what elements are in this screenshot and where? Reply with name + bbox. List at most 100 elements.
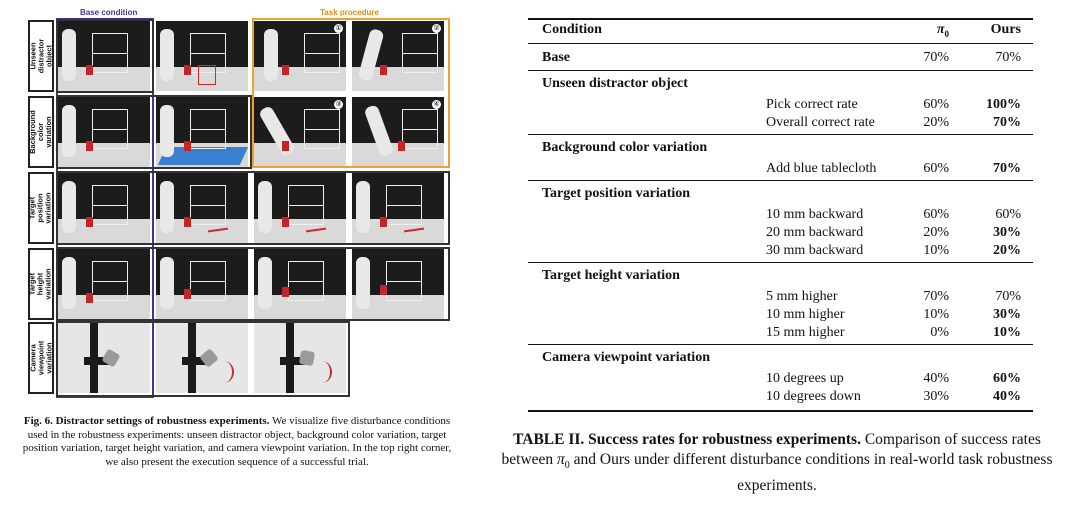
row-ours: 20% [993,243,1021,258]
row-ours: 60% [993,371,1021,386]
step-1-badge: ① [334,24,343,33]
photo-base-background [58,97,150,167]
row-label-unseen-distractor: Unseen distractor object [28,20,54,92]
row-label: 10 mm higher [766,307,845,322]
row-label: 15 mm higher [766,325,845,340]
row-frame-5 [56,321,350,397]
distractor-highlight-box [198,65,216,85]
row-frame-2 [56,95,252,169]
group-rule [528,180,1033,181]
row-label-background-color: Background color variation [28,96,54,168]
photo-task-step-4: ④ [352,97,444,167]
group-unseen-distractor: Unseen distractor object [542,76,688,91]
row-ours: 40% [993,389,1021,404]
row-frame-1 [56,19,154,93]
group-rule [528,344,1033,345]
header-pi-symbol: π [936,22,945,37]
photo-height-5mm [156,249,248,319]
row-label-text: Target height variation [28,268,54,300]
header-pi-subscript: 0 [944,28,950,39]
row-label-target-height: Target height variation [28,248,54,320]
header-ours: Ours [990,22,1021,37]
step-2-badge: ② [432,24,441,33]
photo-blue-tablecloth [156,97,248,167]
row-label-target-position: Target position variation [28,172,54,244]
table-caption-text-1: Comparison of success rates between [501,431,1041,468]
photo-position-20mm [254,173,346,243]
photo-height-10mm [254,249,346,319]
row-label: 10 mm backward [766,207,864,222]
row-label: 20 mm backward [766,225,864,240]
row-label: 30 mm backward [766,243,864,258]
row-label: Overall correct rate [766,115,875,130]
photo-base-position [58,173,150,243]
row-label-camera-viewpoint: Camera viewpoint variation [28,322,54,394]
row-frame-3 [56,171,450,245]
photo-task-step-2: ② [352,21,444,91]
row-pi0: 60% [923,207,949,222]
table-caption-title: TABLE II. Success rates for robustness e… [513,431,861,448]
photo-base-camera [58,323,150,393]
row-label: 10 degrees up [766,371,844,386]
row-ours: 30% [993,225,1021,240]
step-3-badge: ③ [334,100,343,109]
row-pi0: 60% [923,97,949,112]
row-ours: 10% [993,325,1021,340]
header-rule [528,43,1033,44]
header-task-procedure: Task procedure [320,8,379,17]
photo-camera-10-down [254,323,346,393]
figure-caption-text: We visualize five disturbance conditions… [22,415,452,468]
table-caption-text-2: and Ours under different disturbance con… [569,451,1053,495]
row-ours: 70% [995,289,1021,304]
photo-unseen-distractor [156,21,248,91]
row-label-text: Camera viewpoint variation [28,340,54,376]
table-bottom-rule [528,410,1033,412]
table-caption-pi-subscript: 0 [564,460,570,472]
photo-base-height [58,249,150,319]
row-label: 10 degrees down [766,389,861,404]
row-pi0: 40% [923,371,949,386]
row-pi0: 0% [930,325,949,340]
row-ours: 30% [993,307,1021,322]
row-ours: 60% [995,207,1021,222]
row-ours: 100% [986,97,1021,112]
header-pi0: π0 [937,22,949,42]
row-pi0: 20% [923,225,949,240]
photo-camera-10-up [156,323,248,393]
row-pi0: 20% [923,115,949,130]
row-label: 5 mm higher [766,289,838,304]
photo-height-15mm [352,249,444,319]
photo-task-step-3: ③ [254,97,346,167]
base-pi0: 70% [923,50,949,65]
row-label-text: Background color variation [28,110,54,154]
figure-6: Base condition Task procedure Unseen dis… [0,0,470,509]
header-base-condition: Base condition [80,8,138,17]
results-table: Condition π0 Ours Base 70% 70% Unseen di… [528,18,1033,418]
base-ours: 70% [995,50,1021,65]
table-caption-pi: π [557,451,565,468]
photo-position-30mm [352,173,444,243]
row-pi0: 30% [923,389,949,404]
photo-position-10mm [156,173,248,243]
row-pi0: 70% [923,289,949,304]
table-caption: TABLE II. Success rates for robustness e… [492,430,1062,496]
group-rule [528,134,1033,135]
step-4-badge: ④ [432,100,441,109]
group-background-color: Background color variation [542,140,708,155]
group-rule [528,262,1033,263]
row-pi0: 10% [923,307,949,322]
row-pi0: 60% [923,161,949,176]
row-label: Pick correct rate [766,97,858,112]
table-top-rule [528,18,1033,20]
table-header-row: Condition π0 Ours [528,22,1033,40]
group-rule [528,70,1033,71]
figure-caption-title: Fig. 6. Distractor settings of robustnes… [23,415,270,427]
row-frame-4 [56,247,450,321]
photo-task-step-1: ① [254,21,346,91]
header-condition: Condition [542,22,602,37]
group-target-height: Target height variation [542,268,680,283]
row-label: Add blue tablecloth [766,161,877,176]
photo-base-unseen [58,21,150,91]
row-pi0: 10% [923,243,949,258]
group-target-position: Target position variation [542,186,691,201]
